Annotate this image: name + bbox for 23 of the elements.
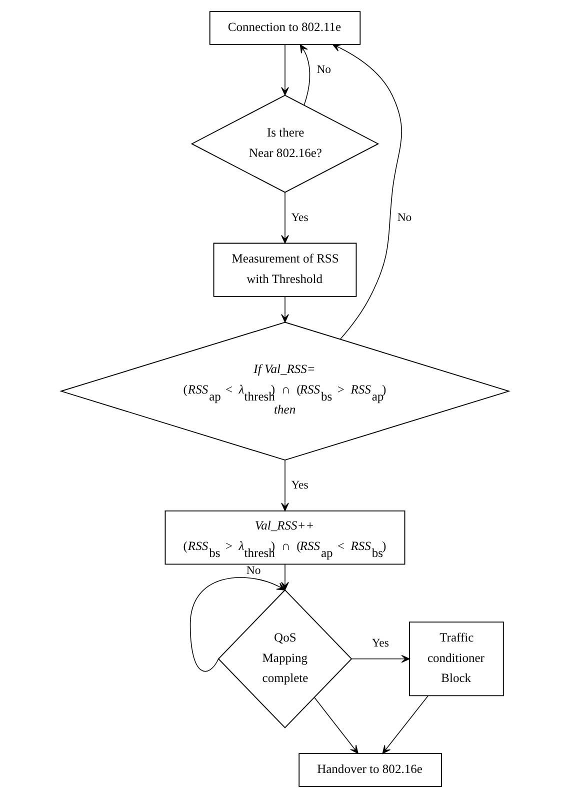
arrow — [280, 460, 288, 512]
arrow — [332, 44, 402, 340]
edge-label: Yes — [290, 478, 308, 492]
edge-label: No — [396, 210, 412, 224]
edge-label: No — [316, 62, 331, 76]
edge-label: No — [246, 564, 260, 578]
arrow — [299, 44, 310, 106]
arrow — [280, 44, 288, 96]
arrow — [350, 654, 410, 663]
arrow — [280, 564, 288, 590]
arrow — [382, 695, 428, 754]
node-diamond: Is there Near 802.16e? — [190, 94, 379, 193]
node-box: Traffic conditioner Block — [408, 622, 504, 696]
arrow — [280, 192, 288, 244]
node-box: Measurement of RSS with Threshold — [212, 242, 356, 297]
node-diamond: QoS Mapping complete — [217, 589, 352, 728]
node-box: Connection to 802.11e — [208, 11, 360, 45]
node-box: Handover to 802.16e — [298, 753, 442, 787]
edge-label: Yes — [371, 636, 388, 650]
arrow — [313, 696, 358, 754]
edge-label: Yes — [290, 210, 308, 224]
arrow — [189, 577, 285, 672]
arrow — [280, 296, 288, 323]
